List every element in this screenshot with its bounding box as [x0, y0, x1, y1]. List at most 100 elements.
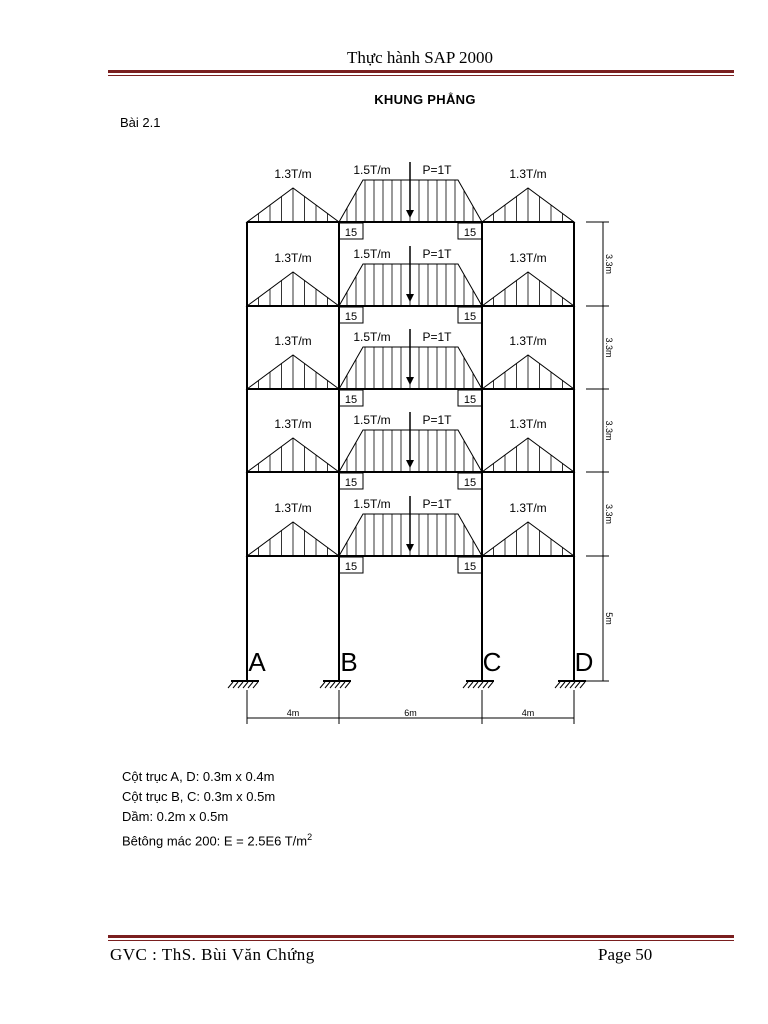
triangle-load-label: 1.3T/m — [274, 167, 311, 181]
trapezoid-load-3 — [338, 346, 483, 390]
span-dim-label: 4m — [287, 708, 300, 718]
trapezoid-load-label: 1.5T/m — [353, 163, 390, 177]
triangle-load-label: 1.3T/m — [274, 501, 311, 515]
triangle-load-label: 1.3T/m — [509, 417, 546, 431]
support-hatch — [579, 681, 586, 689]
support-hatch — [344, 681, 351, 689]
corner-dim-box — [338, 306, 364, 324]
corner-dim-box — [338, 472, 364, 490]
story-height-label: 3.3m — [604, 420, 614, 440]
support-hatch — [324, 681, 331, 689]
axis-label-d: D — [575, 647, 594, 677]
support-hatch — [574, 681, 581, 689]
support-hatch — [329, 681, 336, 689]
support-hatch — [242, 681, 249, 689]
point-load-arrow-head — [406, 294, 414, 302]
trapezoid-load-label: 1.5T/m — [353, 497, 390, 511]
trapezoid-load-4 — [338, 429, 483, 473]
spec-concrete-exponent: 2 — [307, 832, 313, 842]
trapezoid-load-1 — [338, 179, 483, 223]
trapezoid-load-2 — [338, 263, 483, 307]
point-load-arrow-head — [406, 460, 414, 468]
spec-beams: Dầm: 0.2m x 0.5m — [122, 809, 229, 824]
support-hatch — [569, 681, 576, 689]
support-hatch — [559, 681, 566, 689]
footer-page-number: Page 50 — [598, 945, 653, 964]
footer-rule — [108, 935, 734, 941]
corner-dim-box — [338, 556, 364, 574]
axis-label-b: B — [340, 647, 357, 677]
support-hatch — [232, 681, 239, 689]
corner-dim-label: 15 — [345, 394, 357, 406]
corner-dim-label: 15 — [345, 477, 357, 489]
point-load-label: P=1T — [422, 330, 452, 344]
point-load-label: P=1T — [422, 163, 452, 177]
corner-dim-label: 15 — [345, 561, 357, 573]
corner-dim-box — [457, 306, 483, 324]
header-rule — [108, 70, 734, 76]
triangle-load-label: 1.3T/m — [509, 501, 546, 515]
corner-dim-box — [457, 389, 483, 407]
corner-dim-box — [457, 472, 483, 490]
trapezoid-load-label: 1.5T/m — [353, 413, 390, 427]
support-hatch — [334, 681, 341, 689]
trapezoid-load-5 — [338, 513, 483, 557]
support-hatch — [237, 681, 244, 689]
support-hatch — [252, 681, 259, 689]
trapezoid-load-label: 1.5T/m — [353, 330, 390, 344]
story-height-label: 5m — [604, 612, 614, 625]
triangle-load-label: 1.3T/m — [274, 251, 311, 265]
corner-dim-box — [338, 222, 364, 240]
corner-dim-box — [457, 222, 483, 240]
support-hatch — [564, 681, 571, 689]
corner-dim-label: 15 — [345, 311, 357, 323]
support-hatch — [482, 681, 489, 689]
span-dim-label: 6m — [404, 708, 417, 718]
spec-concrete-text: Bêtông mác 200: E = 2.5E6 T/m — [122, 833, 308, 849]
axis-label-c: C — [483, 647, 502, 677]
page-header-title: Thực hành SAP 2000 — [347, 48, 493, 67]
spec-list: Cột trục A, D: 0.3m x 0.4m Cột trục B, C… — [122, 767, 312, 851]
triangle-load-label: 1.3T/m — [509, 167, 546, 181]
support-hatch — [247, 681, 254, 689]
support-hatch — [319, 681, 326, 689]
point-load-arrow-head — [406, 210, 414, 218]
point-load-arrow-head — [406, 544, 414, 552]
section-title: KHUNG PHẲNG — [374, 92, 476, 107]
triangle-load-label: 1.3T/m — [274, 334, 311, 348]
corner-dim-label: 15 — [464, 311, 476, 323]
corner-dim-label: 15 — [464, 227, 476, 239]
corner-dim-label: 15 — [345, 227, 357, 239]
support-hatch — [472, 681, 479, 689]
corner-dim-label: 15 — [464, 394, 476, 406]
triangle-load-label: 1.3T/m — [274, 417, 311, 431]
axis-label-a: A — [248, 647, 266, 677]
corner-dim-label: 15 — [464, 561, 476, 573]
corner-dim-label: 15 — [464, 477, 476, 489]
support-hatch — [487, 681, 494, 689]
triangle-load-label: 1.3T/m — [509, 334, 546, 348]
story-height-label: 3.3m — [604, 337, 614, 357]
support-hatch — [339, 681, 346, 689]
exercise-label: Bài 2.1 — [120, 115, 161, 130]
corner-dim-box — [457, 556, 483, 574]
support-hatch — [462, 681, 469, 689]
trapezoid-load-label: 1.5T/m — [353, 247, 390, 261]
point-load-label: P=1T — [422, 413, 452, 427]
point-load-label: P=1T — [422, 497, 452, 511]
corner-dim-box — [338, 389, 364, 407]
span-dim-label: 4m — [522, 708, 535, 718]
support-hatch — [554, 681, 561, 689]
support-hatch — [467, 681, 474, 689]
story-height-label: 3.3m — [604, 504, 614, 524]
point-load-arrow-head — [406, 377, 414, 385]
triangle-load-label: 1.3T/m — [509, 251, 546, 265]
story-height-label: 3.3m — [604, 254, 614, 274]
footer-author: GVC : ThS. Bùi Văn Chứng — [110, 945, 315, 964]
spec-columns-bc: Cột trục B, C: 0.3m x 0.5m — [122, 789, 276, 804]
point-load-label: P=1T — [422, 247, 452, 261]
support-hatch — [227, 681, 234, 689]
spec-concrete: Bêtông mác 200: E = 2.5E6 T/m2 — [122, 827, 312, 851]
support-hatch — [477, 681, 484, 689]
